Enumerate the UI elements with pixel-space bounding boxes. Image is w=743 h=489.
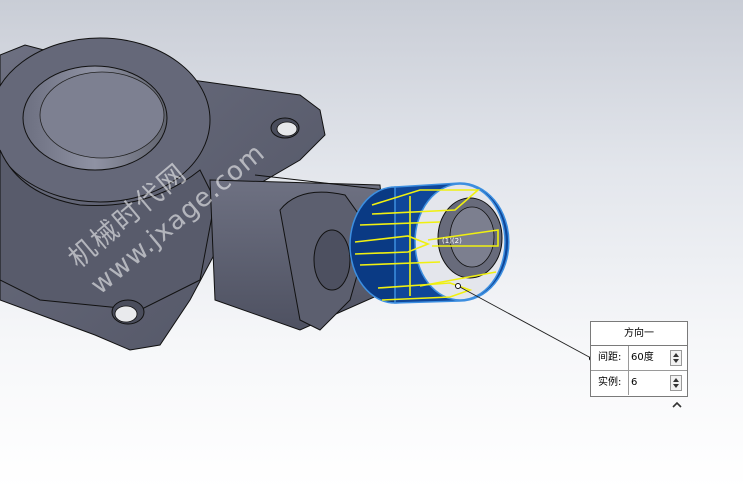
spacing-spinner[interactable] bbox=[670, 350, 682, 366]
spacing-label: 间距: bbox=[598, 352, 622, 363]
bore-hole-inner bbox=[39, 71, 165, 159]
boss-side bbox=[0, 149, 216, 311]
callout-leader bbox=[457, 285, 592, 359]
instances-spinner[interactable] bbox=[670, 375, 682, 391]
row-divider bbox=[628, 346, 629, 370]
spin-up-arrow-icon[interactable] bbox=[673, 353, 679, 357]
pattern-preview-lines bbox=[354, 189, 499, 301]
instances-value-input[interactable]: 6 bbox=[631, 377, 638, 388]
spin-down-arrow-icon[interactable] bbox=[673, 359, 679, 363]
spacing-row: 间距: 60度 bbox=[591, 346, 687, 371]
instances-row: 实例: 6 bbox=[591, 371, 687, 395]
row-divider bbox=[628, 371, 629, 395]
spacing-value-input[interactable]: 60度 bbox=[631, 352, 654, 363]
chevron-up-icon[interactable] bbox=[672, 401, 682, 409]
callout-title: 方向一 bbox=[591, 322, 687, 346]
instances-label: 实例: bbox=[598, 377, 622, 388]
svg-text:(1)(2): (1)(2) bbox=[442, 237, 462, 245]
spin-up-arrow-icon[interactable] bbox=[673, 378, 679, 382]
spin-down-arrow-icon[interactable] bbox=[673, 384, 679, 388]
pattern-callout-box: 方向一 间距: 60度 实例: 6 bbox=[590, 321, 688, 397]
